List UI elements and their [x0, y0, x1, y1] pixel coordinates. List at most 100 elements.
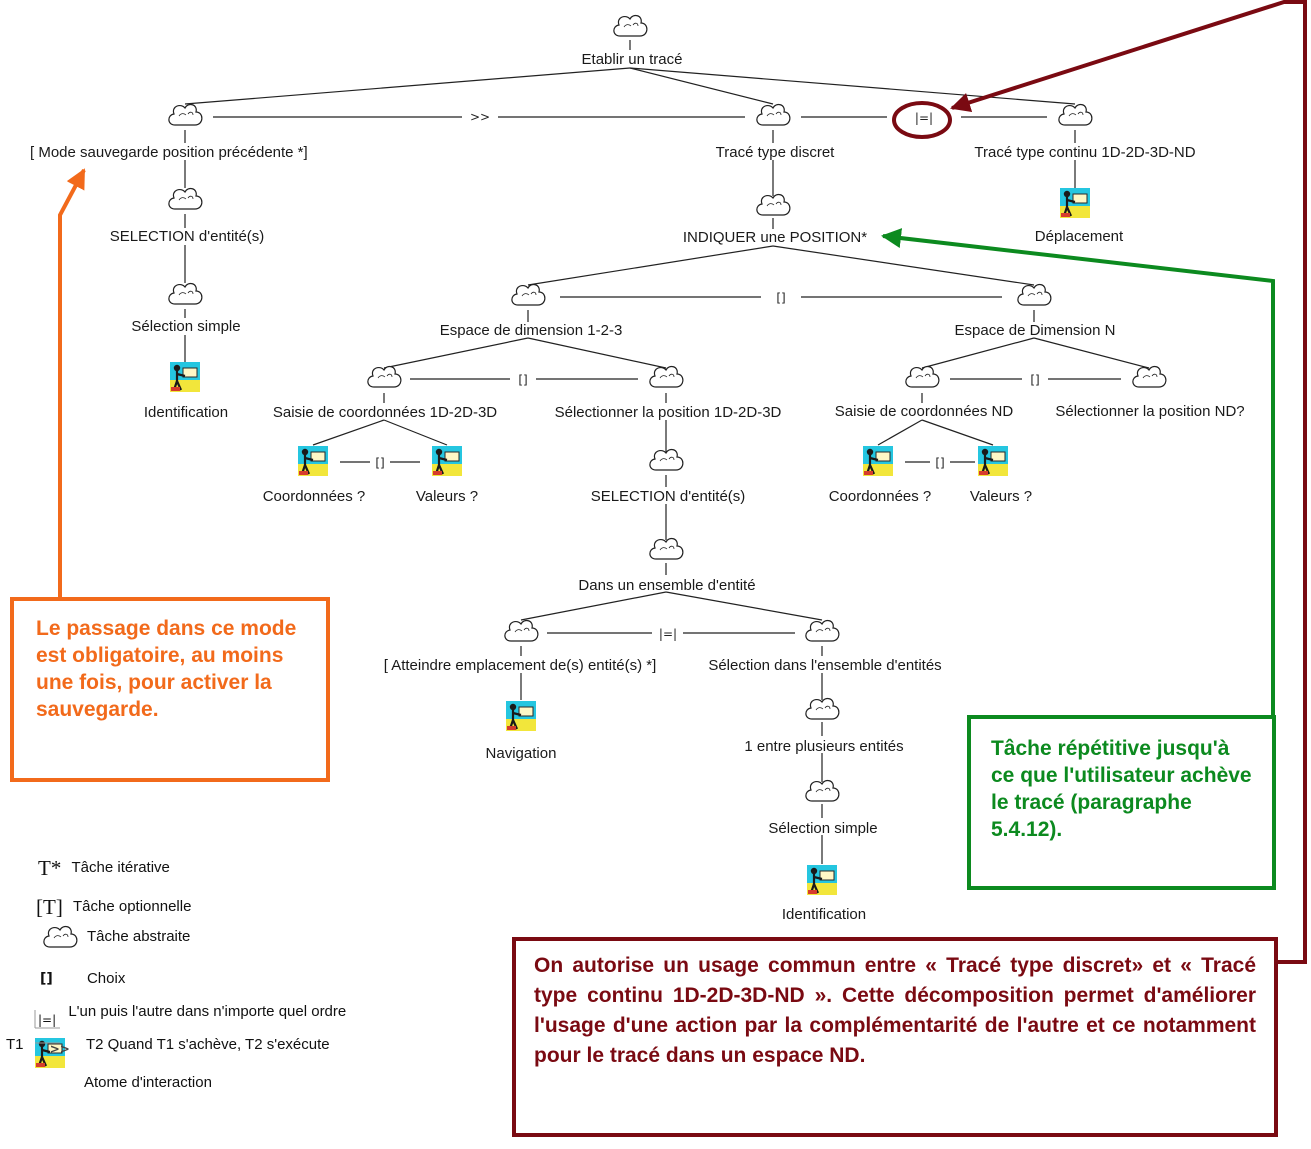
legend-choice-label: Choix	[86, 970, 126, 987]
legend-enable-label: T2 Quand T1 s'achève, T2 s'exécute	[85, 1036, 330, 1053]
callout-orange-text: Le passage dans ce mode est obligatoire,…	[36, 617, 297, 721]
cloud-icon	[805, 697, 840, 720]
node-saisie-coord-3d: Saisie de coordonnées 1D-2D-3D	[273, 404, 497, 421]
legend-optional: [T] Tâche optionnelle	[36, 895, 191, 920]
orange-arrow	[58, 168, 86, 598]
cloud-icon	[1058, 103, 1093, 126]
node-espace-n: Espace de Dimension N	[955, 322, 1116, 339]
node-selectionner-pos-nd: Sélectionner la position ND?	[1055, 403, 1244, 420]
node-selection-ensemble: Sélection dans l'ensemble d'entités	[708, 657, 941, 674]
cloud-icon	[168, 103, 203, 126]
callout-repetitive-task: Tâche répétitive jusqu'à ce que l'utilis…	[967, 715, 1276, 890]
annotations	[58, 0, 1307, 964]
node-identification: Identification	[144, 404, 228, 421]
legend-atom: Atome d'interaction	[84, 1074, 212, 1091]
cloud-icon	[1017, 283, 1052, 306]
legend-enable-t1: T1	[6, 1036, 24, 1053]
choice-symbol: []	[40, 971, 53, 987]
cloud-icon	[168, 187, 203, 210]
interaction-atom-icon	[1058, 186, 1092, 220]
order-independent-operator: |=|	[659, 627, 677, 641]
interaction-atom-icons	[168, 186, 1092, 897]
interaction-atom-icon	[504, 699, 538, 733]
legend-iterative-label: Tâche itérative	[71, 859, 170, 876]
callout-mandatory-mode: Le passage dans ce mode est obligatoire,…	[10, 597, 330, 782]
callout-red-text: On autorise un usage commun entre « Trac…	[534, 954, 1256, 1067]
node-un-entre-plusieurs: 1 entre plusieurs entités	[744, 738, 903, 755]
enable-operator: >>	[470, 110, 490, 124]
cloud-icon	[43, 925, 78, 948]
node-valeurs: Valeurs ?	[416, 488, 478, 505]
interaction-atom-icon	[168, 360, 202, 394]
legend-order-label: L'un puis l'autre dans n'importe quel or…	[68, 1003, 347, 1020]
tree-edges	[184, 40, 1150, 864]
cloud-icon	[504, 619, 539, 642]
node-selection-simple: Sélection simple	[768, 820, 877, 837]
node-selectionner-pos-3d: Sélectionner la position 1D-2D-3D	[555, 404, 782, 421]
interaction-atom-icon	[976, 444, 1010, 478]
node-navigation: Navigation	[486, 745, 557, 762]
legend-abstract-label: Tâche abstraite	[87, 928, 191, 945]
cloud-icon	[511, 283, 546, 306]
legend-iterative-symbol: T*	[38, 856, 62, 880]
cloud-icon	[756, 193, 791, 216]
operator-symbols: >> |=| [] [] [] [] [] |=|	[375, 110, 1039, 641]
cloud-icon	[649, 448, 684, 471]
node-indiquer-position: INDIQUER une POSITION*	[683, 229, 867, 246]
cloud-icon	[1132, 365, 1167, 388]
legend-choice: [] Choix	[40, 970, 125, 987]
legend-icons	[33, 925, 78, 1070]
order-independent-operator: |=|	[915, 111, 933, 125]
red-arrow	[950, 0, 1307, 964]
node-mode-sauvegarde: [ Mode sauvegarde position précédente *]	[30, 144, 308, 161]
cloud-icon	[905, 365, 940, 388]
node-espace-123: Espace de dimension 1-2-3	[440, 322, 623, 339]
cloud-icon	[168, 282, 203, 305]
legend-enable: T1 >> T2 Quand T1 s'achève, T2 s'exécute	[6, 1036, 330, 1056]
choice-operator: []	[935, 456, 944, 470]
enable-symbol: >>	[49, 1042, 70, 1056]
interaction-atom-icon	[296, 444, 330, 478]
node-deplacement: Déplacement	[1035, 228, 1124, 245]
cloud-icon	[756, 103, 791, 126]
choice-operator: []	[375, 456, 384, 470]
green-arrow	[881, 228, 1275, 718]
operator-lines	[213, 116, 1121, 634]
node-atteindre: [ Atteindre emplacement de(s) entité(s) …	[384, 657, 657, 674]
callout-common-usage: On autorise un usage commun entre « Trac…	[512, 937, 1278, 1137]
cloud-icon	[649, 365, 684, 388]
legend-iterative: T* Tâche itérative	[38, 856, 170, 881]
node-trace-discret: Tracé type discret	[716, 144, 835, 161]
legend-order: |=| L'un puis l'autre dans n'importe que…	[38, 1003, 347, 1027]
node-coordonnees: Coordonnées ?	[829, 488, 932, 505]
legend-atom-label: Atome d'interaction	[84, 1074, 212, 1091]
node-selection-entites: SELECTION d'entité(s)	[591, 488, 746, 505]
node-trace-continu: Tracé type continu 1D-2D-3D-ND	[974, 144, 1195, 161]
cloud-icon	[367, 365, 402, 388]
highlight-ellipse	[892, 101, 952, 139]
node-selection-entites: SELECTION d'entité(s)	[110, 228, 265, 245]
node-root: Etablir un tracé	[582, 51, 683, 68]
node-selection-simple: Sélection simple	[131, 318, 240, 335]
cloud-icon	[649, 537, 684, 560]
choice-operator: []	[776, 291, 785, 305]
cloud-icon	[613, 14, 648, 37]
legend-optional-symbol: [T]	[36, 895, 63, 919]
legend-optional-label: Tâche optionnelle	[73, 898, 192, 915]
interaction-atom-icon	[430, 444, 464, 478]
choice-operator: []	[1030, 373, 1039, 387]
node-valeurs: Valeurs ?	[970, 488, 1032, 505]
cloud-icon	[805, 619, 840, 642]
node-labels: Etablir un tracé [ Mode sauvegarde posit…	[30, 51, 1245, 923]
node-identification: Identification	[782, 906, 866, 923]
choice-operator: []	[518, 373, 527, 387]
interaction-atom-icon	[805, 863, 839, 897]
node-dans-ensemble: Dans un ensemble d'entité	[578, 577, 755, 594]
legend-abstract: Tâche abstraite	[87, 928, 190, 945]
order-symbol: |=|	[38, 1013, 57, 1027]
node-coordonnees: Coordonnées ?	[263, 488, 366, 505]
callout-green-text: Tâche répétitive jusqu'à ce que l'utilis…	[991, 737, 1252, 841]
cloud-icon	[805, 779, 840, 802]
